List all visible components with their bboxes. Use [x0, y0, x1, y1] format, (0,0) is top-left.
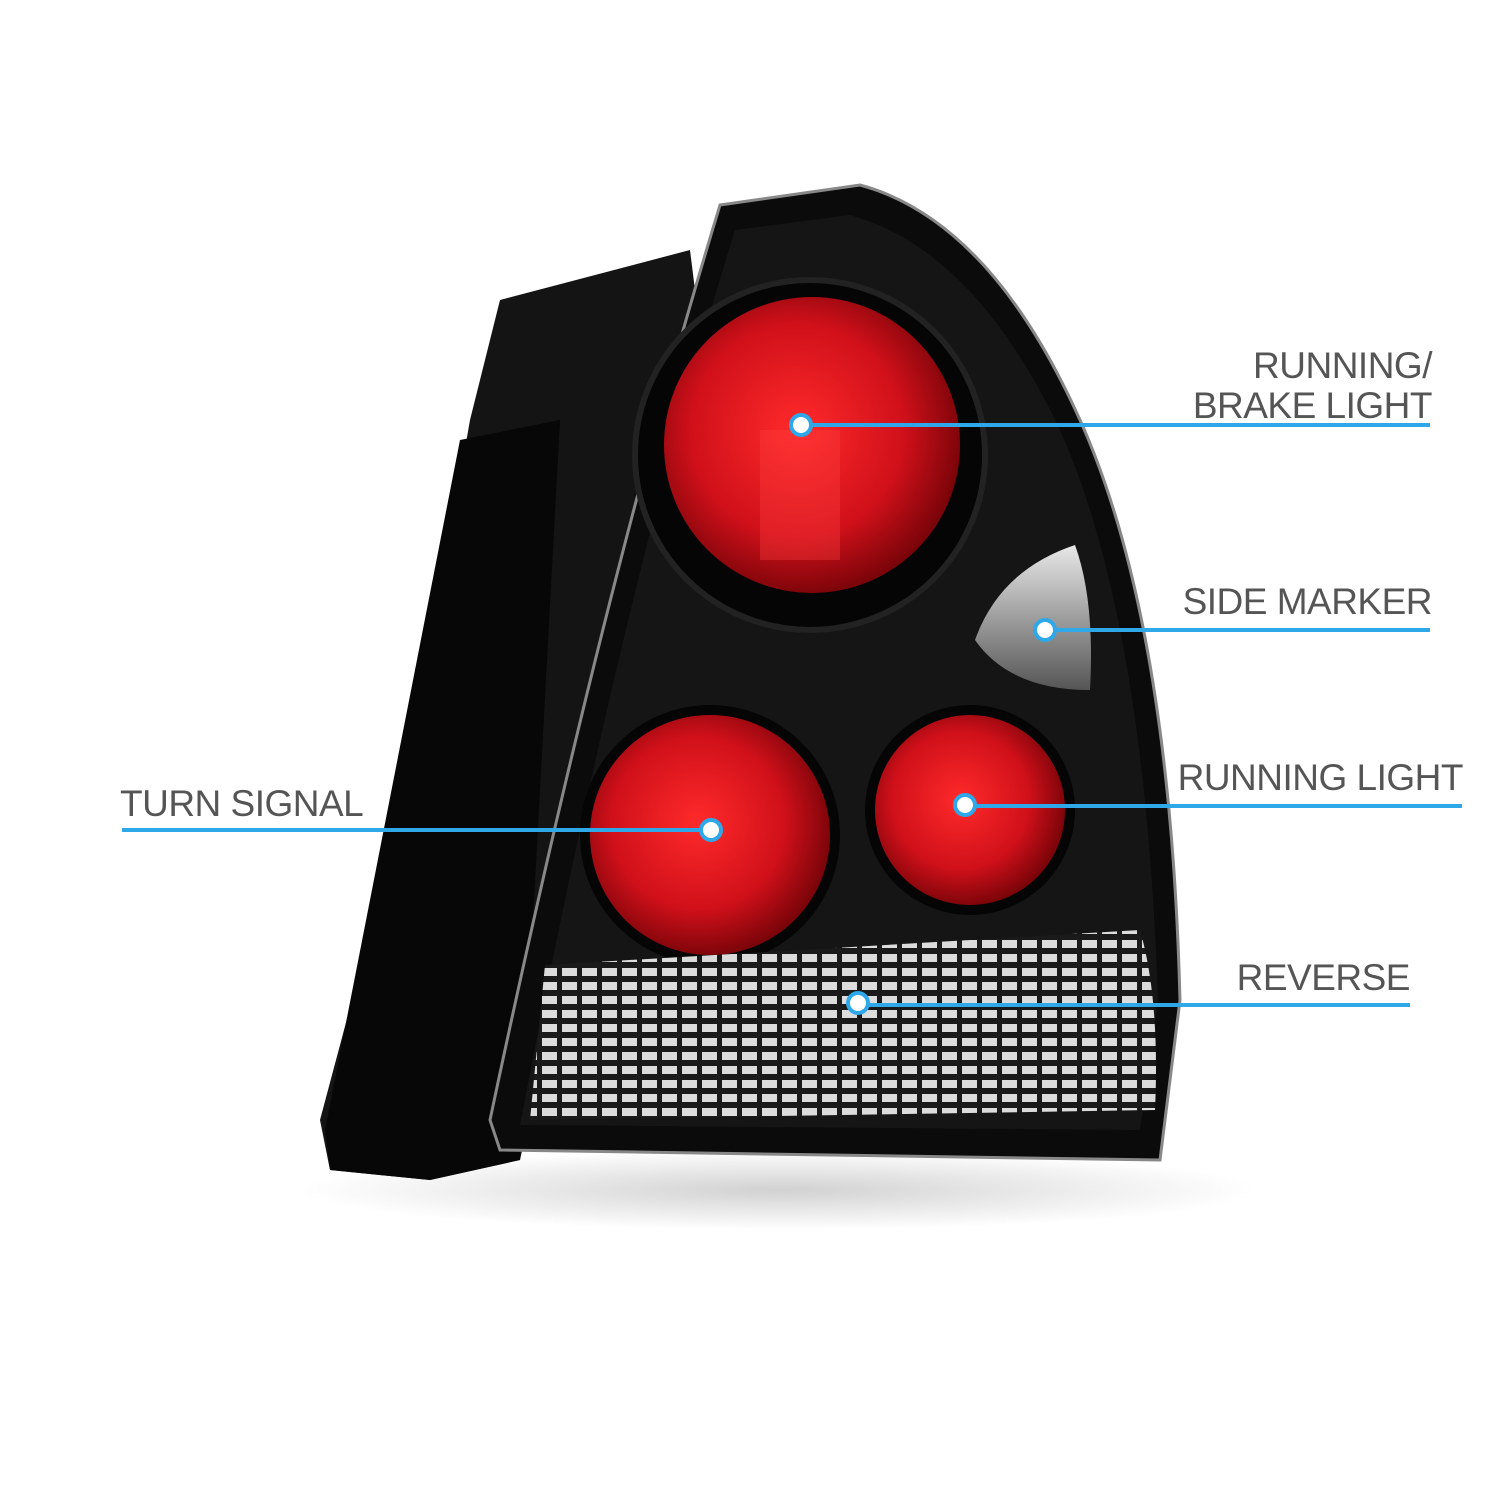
callout-running-brake-dot	[789, 413, 813, 437]
callout-turn-signal-dot	[699, 818, 723, 842]
callout-running-light-line	[965, 804, 1462, 808]
callout-running-brake-line1: RUNNING/	[1253, 345, 1432, 386]
side-marker-lens	[975, 545, 1091, 690]
callout-running-brake-label: RUNNING/ BRAKE LIGHT	[1192, 345, 1433, 426]
callout-reverse-label: REVERSE	[1236, 957, 1411, 998]
callout-reverse-line	[858, 1003, 1410, 1007]
callout-side-marker-dot	[1033, 618, 1057, 642]
callout-running-brake-line2: BRAKE LIGHT	[1192, 385, 1433, 426]
housing-flange	[325, 420, 560, 1180]
reverse-lens	[530, 930, 1156, 1120]
callout-turn-signal-label: TURN SIGNAL	[120, 783, 364, 824]
callout-side-marker-label: SIDE MARKER	[1182, 581, 1433, 622]
callout-reverse-dot	[846, 991, 870, 1015]
callout-turn-signal-line	[122, 828, 712, 832]
drop-shadow	[300, 1150, 1260, 1230]
callout-running-brake-line	[800, 423, 1430, 427]
callout-running-light-label: RUNNING LIGHT	[1177, 757, 1464, 798]
callout-side-marker-line	[1045, 628, 1430, 632]
callout-running-light-dot	[953, 793, 977, 817]
brake-light-lens	[664, 297, 960, 593]
